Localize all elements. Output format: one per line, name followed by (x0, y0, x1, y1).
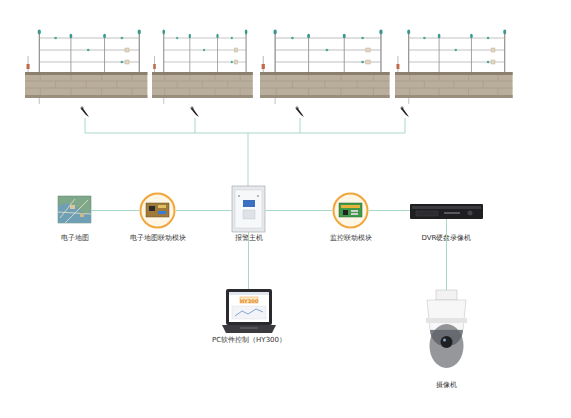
pc-icon (240, 327, 258, 329)
alarm-host-icon (232, 186, 265, 232)
fence-panels (395, 30, 513, 104)
node-label: 电子地图 (61, 234, 89, 242)
fence-wiring (85, 118, 405, 133)
alarm-host-icon (235, 190, 262, 228)
dvr-icon (468, 211, 473, 216)
camera-icon (426, 318, 467, 323)
node-label: 监控联动模块 (330, 234, 372, 242)
dvr-icon (412, 206, 481, 209)
map-icon (58, 199, 91, 223)
node-label: PC软件控制（HY300） (212, 336, 286, 344)
fence-wiring (85, 133, 405, 134)
fence-sensors (81, 107, 89, 117)
pc-icon (222, 289, 276, 333)
monitor-module-icon (339, 203, 362, 217)
alarm-host-icon (243, 210, 255, 219)
map-module-icon (149, 206, 155, 211)
map-node: 电子地图 (58, 196, 91, 223)
fence-wiring (85, 118, 405, 186)
dvr-icon (444, 212, 460, 214)
node-label: 报警主机 (235, 234, 263, 242)
map-module-icon (158, 211, 166, 214)
pc-node: PC软件控制（HY300） (226, 289, 272, 333)
alarm-host-icon (257, 195, 259, 197)
monitor-module-icon (343, 210, 348, 215)
fence-sensors (81, 107, 409, 117)
pc-icon (235, 309, 263, 316)
connector-line (369, 210, 410, 211)
map-module-icon (141, 194, 175, 228)
pc-icon (222, 325, 276, 333)
camera-icon (441, 336, 453, 348)
node-label: 电子地图联动模块 (130, 234, 186, 242)
connector-line (176, 210, 232, 211)
monitor-module-icon (351, 213, 358, 215)
dvr-icon (416, 211, 438, 216)
alarm-host-icon (232, 186, 265, 232)
map-module-icon (146, 203, 169, 217)
map-icon (58, 196, 91, 223)
camera-icon (436, 290, 457, 300)
linkage-module-node: 监控联动模块 (332, 192, 369, 229)
recorder-node: DVR硬盘录像机 (410, 204, 483, 219)
linkage-module-node: 电子地图联动模块 (139, 192, 176, 229)
monitor-module-icon (334, 194, 368, 228)
alarm-host-icon (238, 195, 240, 197)
map-icon (80, 213, 84, 217)
pc-icon (229, 292, 269, 322)
screen-text: HY300 (240, 298, 258, 304)
fence-wiring (248, 133, 249, 186)
camera-icon (426, 290, 467, 368)
map-icon (58, 196, 91, 223)
map-icon (70, 205, 75, 209)
fence-panels (152, 30, 253, 104)
node-label: 摄像机 (436, 381, 457, 389)
fence-sensors (401, 107, 409, 117)
connector-line (265, 210, 332, 211)
fence-sensors (296, 107, 304, 117)
monitor-module-icon (341, 205, 360, 208)
monitor-module-icon (351, 210, 358, 212)
dvr-icon (410, 204, 483, 219)
fence-panels (25, 30, 147, 104)
fence-panels (25, 30, 513, 104)
camera-icon (443, 339, 446, 342)
camera-icon (430, 324, 464, 368)
fence-panels (260, 30, 390, 104)
pc-icon (232, 306, 266, 319)
monitor-module-icon (334, 194, 368, 228)
alarm-host-icon (243, 200, 255, 207)
camera-node: 摄像机 (425, 290, 468, 370)
map-module-icon (141, 194, 175, 228)
map-module-icon (158, 205, 166, 208)
pc-icon (240, 297, 258, 303)
fence-sensors (191, 107, 199, 117)
connector-line (446, 219, 447, 290)
node-label: DVR硬盘录像机 (422, 234, 472, 242)
dvr-icon (410, 204, 483, 219)
pc-icon (229, 292, 269, 295)
connector-line (91, 210, 139, 211)
alarm-host-node: 报警主机 (232, 186, 265, 232)
connector-line (248, 232, 249, 289)
pc-icon (226, 289, 272, 325)
